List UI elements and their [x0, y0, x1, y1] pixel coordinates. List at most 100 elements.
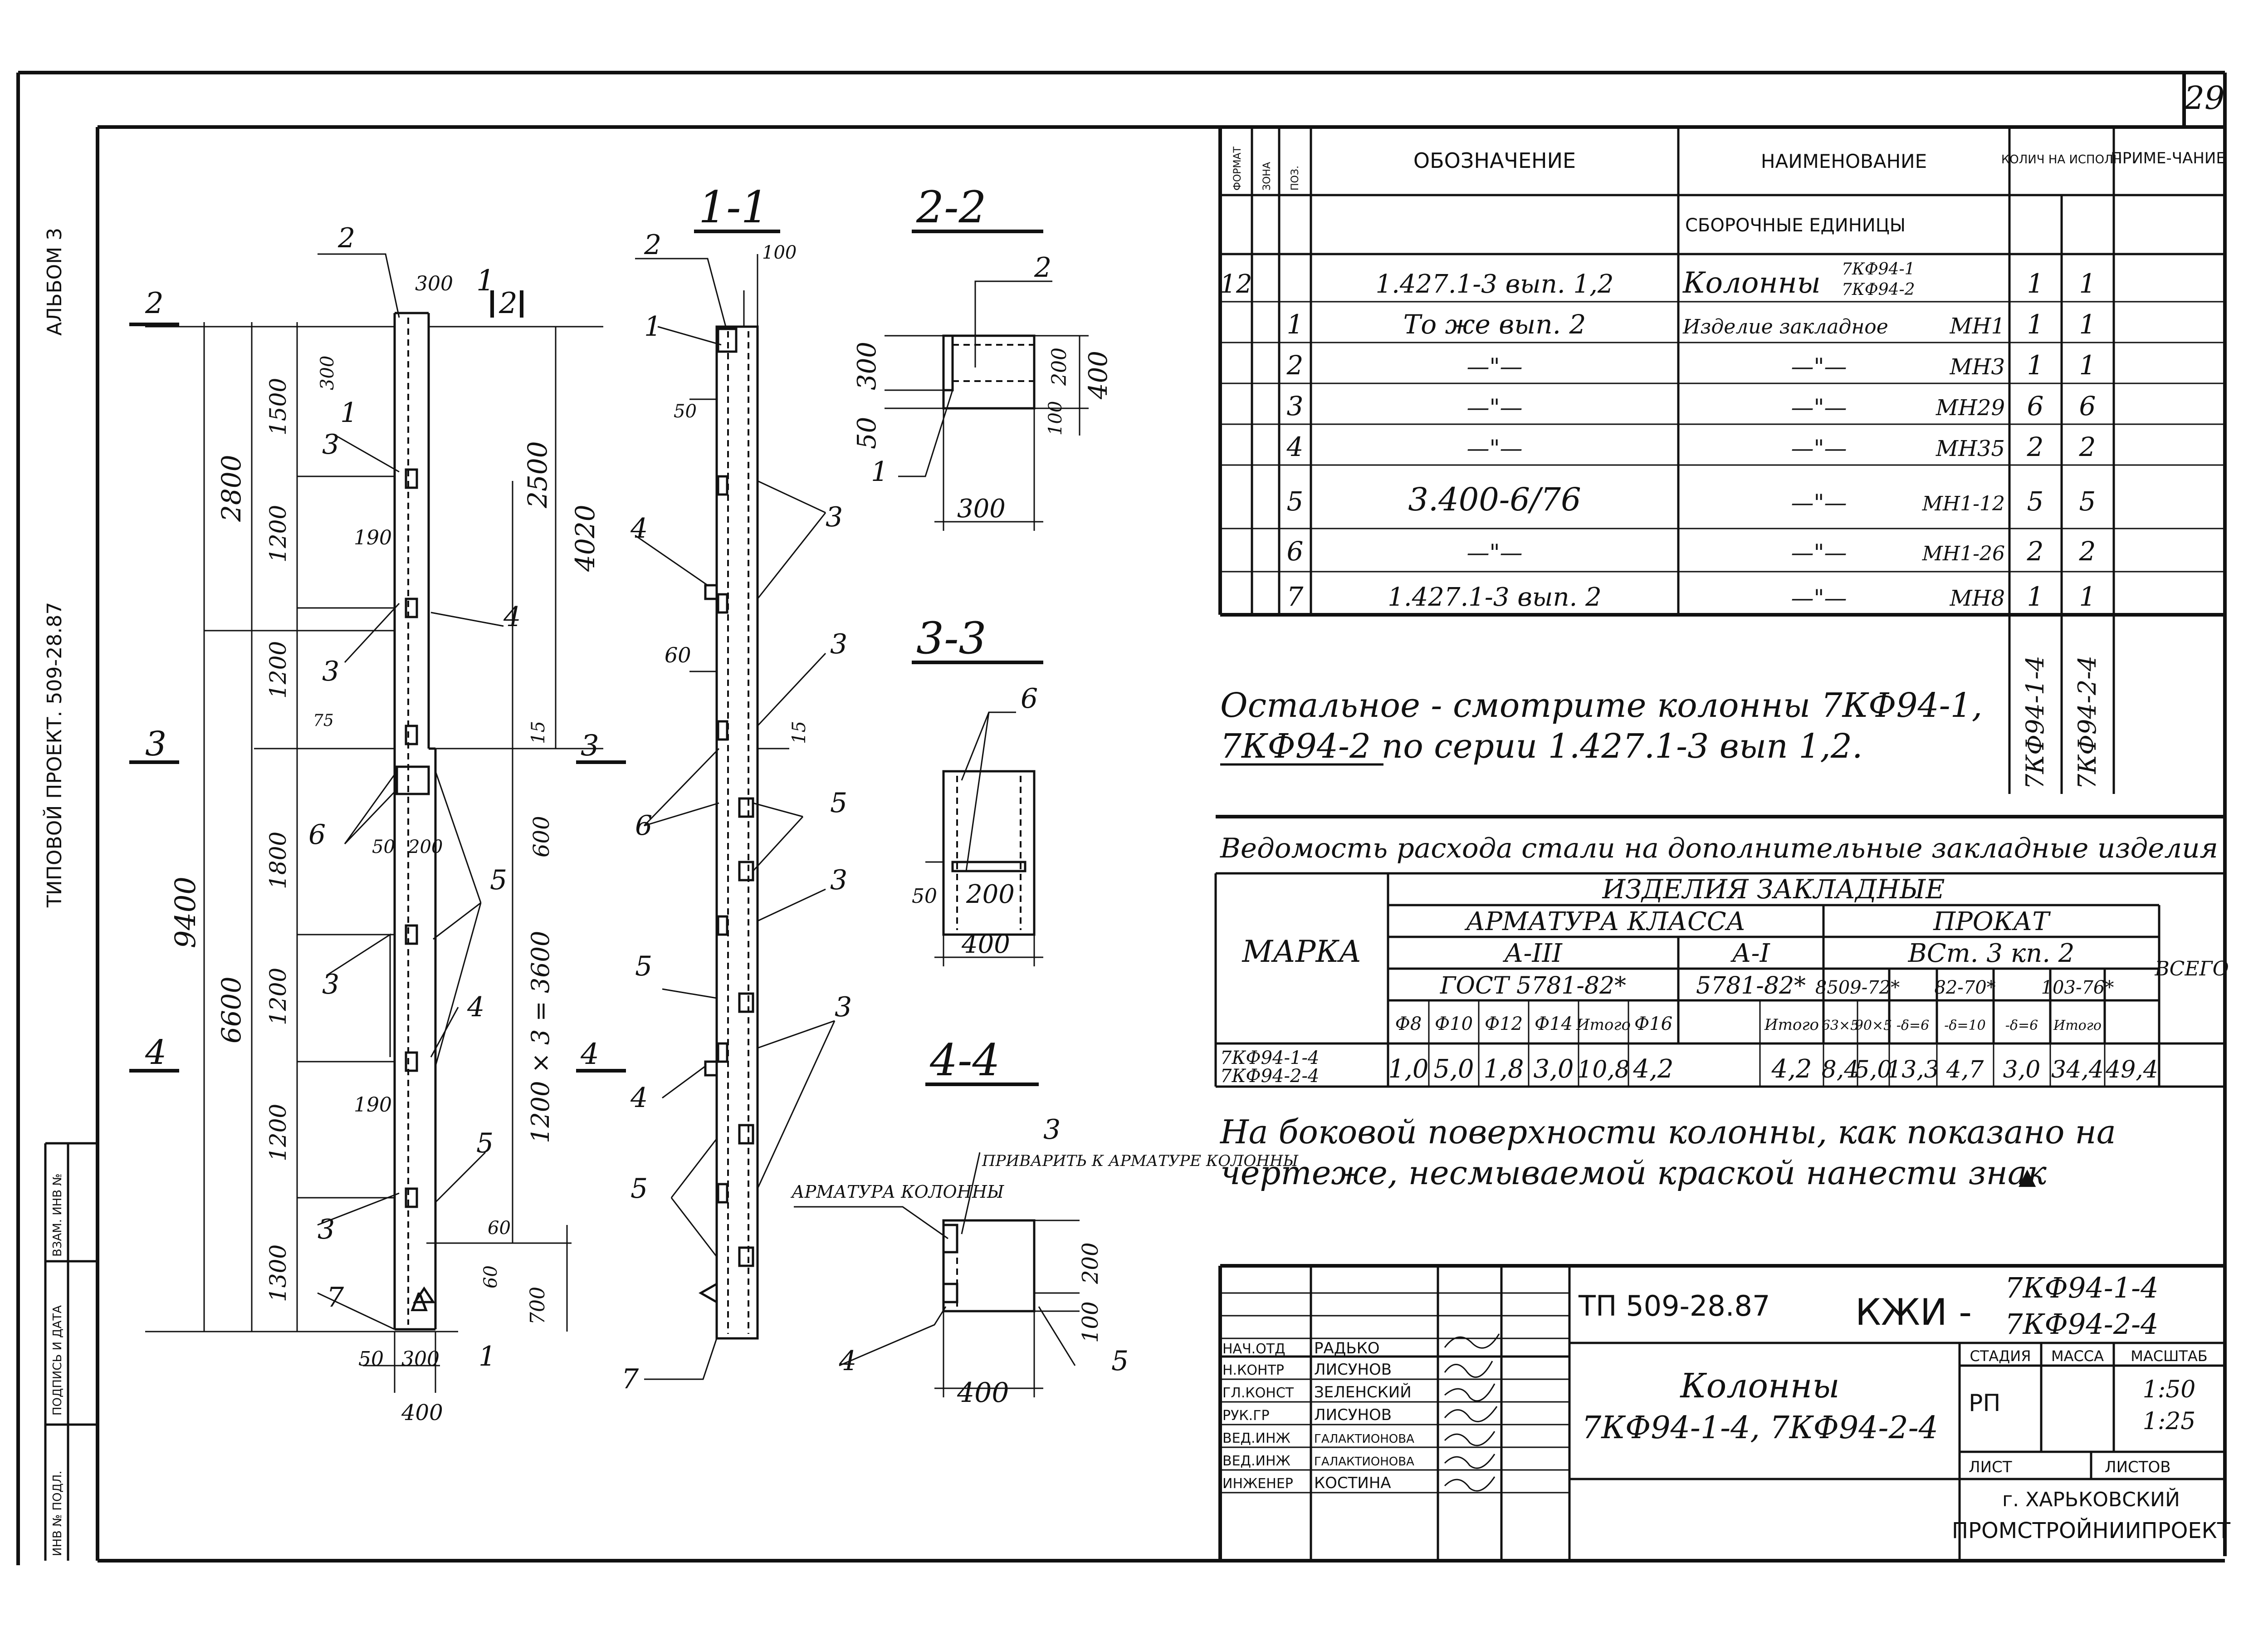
s44-pos-3: 3: [1043, 1114, 1061, 1146]
note-2: На боковой поверхности колонны, как пока…: [1219, 1113, 2116, 1192]
spec-h-note: ПРИМЕ-ЧАНИЕ: [2111, 149, 2226, 167]
dim-190a: 190: [354, 526, 392, 549]
steel-sub-4: Итого: [1576, 1016, 1631, 1034]
steel-val-0: 1,0: [1388, 1054, 1428, 1084]
dim-1800: 1800: [265, 832, 291, 889]
spec-r0-name2a: 7КФ94-1: [1842, 260, 1915, 279]
s22-dim-100: 100: [1045, 401, 1066, 436]
s44-dim-100: 100: [1078, 1301, 1103, 1343]
spec-r6-pos: 6: [1287, 536, 1304, 567]
spec-r6-q2: 2: [2079, 536, 2096, 567]
dim-300-bottom: 300: [401, 1347, 440, 1371]
tb-role-2: ГЛ.КОНСТ: [1222, 1385, 1294, 1401]
section-3-3: 3-3 6 50 200 400: [912, 613, 1043, 966]
steel-h-a1: А-I: [1730, 939, 1770, 968]
spec-r6-name: —"—: [1791, 539, 1847, 566]
s44-note-left: АРМАТУРА КОЛОННЫ: [790, 1182, 1004, 1202]
spec-r1-pos: 1: [1287, 309, 1304, 340]
tb-role-3: РУК.ГР: [1222, 1408, 1270, 1424]
title-block: ТП 509-28.87 КЖИ - 7КФ94-1-4 7КФ94-2-4 Н…: [1218, 1264, 2231, 1561]
spec-r5-q1: 5: [2027, 486, 2044, 517]
steel-val-13: 49,4: [2105, 1056, 2158, 1083]
cut-3-right: 3: [581, 729, 599, 763]
spec-r4-q2: 2: [2079, 431, 2096, 462]
section-2-2: 2-2 2 1 300 50 200 100 400 300: [852, 182, 1113, 531]
spec-r7-q2: 1: [2079, 581, 2096, 612]
tb-title1: Колонны: [1679, 1367, 1839, 1406]
steel-val-7: 8,4: [1822, 1056, 1859, 1083]
spec-r0-q2: 1: [2079, 268, 2096, 299]
s11-dim-50: 50: [674, 401, 697, 422]
dim-9400: 9400: [169, 877, 202, 948]
s22-dim-200: 200: [1048, 348, 1071, 386]
spec-r7-name: —"—: [1791, 585, 1847, 611]
spec-r5-q2: 5: [2079, 486, 2096, 517]
dim-15: 15: [528, 721, 549, 744]
steel-mark2: 7КФ94-2-4: [1220, 1066, 1319, 1087]
section-3-3-title: 3-3: [916, 613, 987, 664]
s11-dim-60: 60: [665, 643, 691, 667]
s22-pos-2: 2: [1034, 252, 1051, 284]
dim-1200d: 1200: [265, 1104, 291, 1161]
spec-r3-designation: —"—: [1467, 394, 1523, 421]
tb-role-4: ВЕД.ИНЖ: [1222, 1430, 1290, 1446]
dim-6600: 6600: [216, 976, 247, 1043]
cut-4-left: 4: [145, 1033, 166, 1072]
steel-sub-5: Ф16: [1634, 1014, 1672, 1034]
tb-h-stage: СТАДИЯ: [1970, 1347, 2031, 1365]
spec-variant-b: 7КФ94-2-4: [2073, 656, 2102, 789]
pos-7: 7: [327, 1282, 344, 1313]
left-margin: АЛЬБОМ 3 ТИПОВОЙ ПРОЕКТ. 509-28.87 ИНВ №…: [42, 228, 98, 1561]
sign-triangle: Δ: [411, 1288, 428, 1318]
pos-3a: 3: [322, 429, 339, 460]
section-1-1: 1-1: [621, 182, 852, 1395]
spec-r1-name2a: МН1: [1949, 313, 2005, 339]
section-4-4-title: 4-4: [929, 1035, 1000, 1086]
cut-3-left: 3: [145, 725, 166, 764]
tb-role-1: Н.КОНТР: [1222, 1362, 1284, 1378]
tb-kzh: КЖИ -: [1855, 1291, 1972, 1333]
album-label: АЛЬБОМ 3: [43, 228, 66, 336]
steel-val-5: 4,2: [1633, 1054, 1673, 1084]
steel-h-vst: ВСт. 3 кп. 2: [1908, 939, 2075, 968]
stamp-inv: ИНВ № ПОДЛ.: [51, 1470, 64, 1556]
tb-name-1: ЛИСУНОВ: [1314, 1361, 1392, 1379]
steel-sub-10: -δ=10: [1944, 1018, 1986, 1034]
s11-pos-1: 1: [644, 311, 661, 343]
s11-pos-7: 7: [621, 1363, 639, 1395]
sheet-frame: [16, 71, 2227, 1565]
tb-title2: 7КФ94-1-4, 7КФ94-2-4: [1582, 1410, 1938, 1446]
spec-r5-pos: 5: [1287, 486, 1304, 517]
spec-r6-designation: —"—: [1467, 539, 1523, 566]
steel-val-8: 5,0: [1855, 1056, 1892, 1083]
tb-name-6: КОСТИНА: [1314, 1474, 1391, 1492]
pos-5a: 5: [490, 864, 507, 896]
s11-pos-4b: 4: [630, 1082, 648, 1114]
tb-scale1: 1:50: [2143, 1376, 2196, 1403]
cut-4-right: 4: [580, 1038, 599, 1071]
steel-val-3: 3,0: [1533, 1054, 1574, 1084]
tb-org1: г. ХАРЬКОВСКИЙ: [2002, 1487, 2180, 1511]
tb-role-6: ИНЖЕНЕР: [1222, 1476, 1293, 1492]
spec-r2-name: —"—: [1791, 353, 1847, 380]
specification-table: ФОРМАТ ЗОНА ПОЗ. ОБОЗНАЧЕНИЕ НАИМЕНОВАНИ…: [1218, 127, 2226, 794]
spec-r4-q1: 2: [2027, 431, 2044, 462]
pos-4b: 4: [467, 991, 484, 1023]
tb-h-sheets: ЛИСТОВ: [2105, 1458, 2171, 1476]
steel-val-6: 4,2: [1771, 1054, 1812, 1084]
dim-200: 200: [408, 837, 443, 857]
s44-dim-400: 400: [957, 1377, 1009, 1409]
s11-pos-4a: 4: [630, 513, 648, 544]
dim-1200a: 1200: [265, 505, 291, 563]
spec-r0-q1: 1: [2027, 268, 2044, 299]
steel-h-gost2: 5781-82*: [1696, 972, 1806, 999]
steel-h-gost1: ГОСТ 5781-82*: [1440, 972, 1626, 999]
steel-h-a3: А-III: [1502, 939, 1563, 968]
steel-val-9: 13,3: [1887, 1056, 1939, 1083]
spec-r5-designation: 3.400-6/76: [1408, 481, 1581, 518]
steel-val-2: 1,8: [1483, 1054, 1524, 1084]
s22-dim-300b: 300: [957, 494, 1006, 524]
pos-2: 2: [337, 222, 355, 254]
